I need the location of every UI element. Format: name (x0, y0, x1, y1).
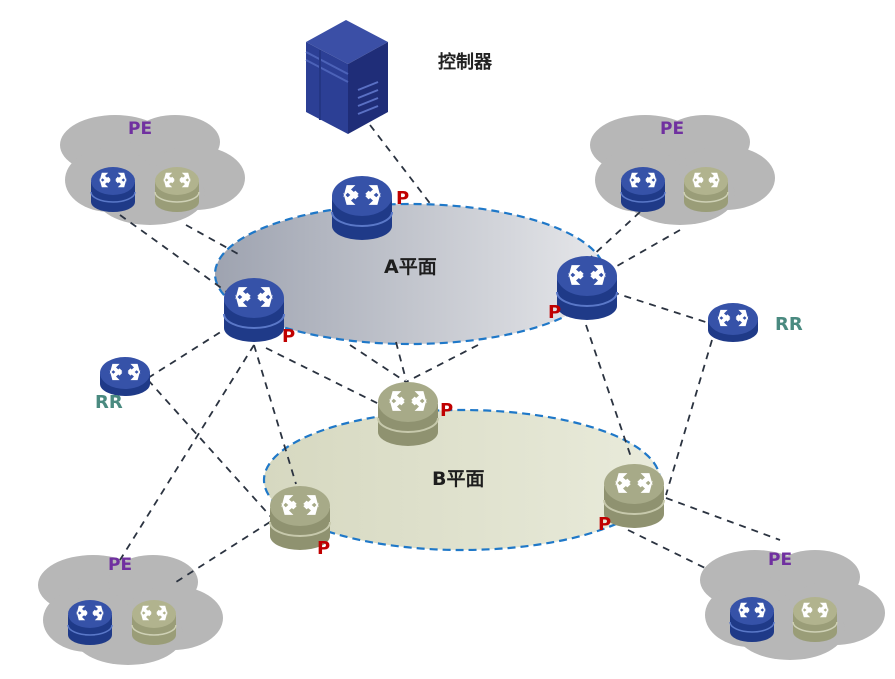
p-router-b3[interactable]: P (598, 464, 664, 535)
pe-router-olive (132, 600, 176, 645)
rr-label: RR (775, 314, 803, 335)
link (147, 379, 273, 519)
pe-site-bottom-right (700, 550, 885, 660)
link (369, 124, 433, 207)
p-router-a3[interactable]: P (548, 256, 617, 323)
link (585, 324, 633, 461)
pe-router-blue (91, 167, 135, 212)
pe-router-olive (684, 167, 728, 212)
pe-router-blue (730, 597, 774, 642)
p-label: P (548, 302, 561, 323)
controller-label: 控制器 (438, 51, 493, 73)
router-icon (100, 357, 150, 396)
p-label: P (440, 400, 453, 421)
pe-router-blue (68, 600, 112, 645)
cloud-shape (60, 115, 245, 225)
controller[interactable] (305, 20, 388, 134)
links (119, 124, 781, 583)
pe-label: PE (108, 555, 132, 575)
link (253, 344, 297, 485)
plane-b-label: B平面 (432, 468, 484, 490)
link (609, 229, 681, 271)
link (119, 344, 255, 561)
rr-label: RR (95, 392, 123, 413)
link (349, 344, 407, 383)
link (119, 214, 239, 301)
link (665, 497, 781, 541)
p-label: P (396, 188, 409, 209)
link (665, 339, 713, 496)
pe-label: PE (128, 119, 152, 139)
link (627, 529, 706, 569)
pe-router-olive (793, 597, 837, 642)
pe-router-olive (155, 167, 199, 212)
router-icon (378, 382, 438, 446)
p-router-a2[interactable]: P (224, 278, 295, 347)
rr-node-left[interactable]: RR (95, 357, 150, 413)
link (611, 291, 719, 327)
link (265, 347, 386, 408)
link (175, 521, 271, 583)
p-label: P (317, 538, 330, 559)
router-icon (332, 176, 392, 240)
rr-node-right[interactable]: RR (708, 303, 803, 342)
plane-a-label: A平面 (384, 256, 437, 278)
cloud-shape (700, 550, 885, 660)
p-router-b2[interactable]: P (270, 486, 330, 559)
router-icon (604, 464, 664, 528)
p-label: P (598, 514, 611, 535)
pe-label: PE (660, 119, 684, 139)
p-router-b1[interactable]: P (378, 382, 453, 446)
pe-routers-top-right[interactable]: PE (621, 119, 728, 212)
pe-routers-bottom-right[interactable]: PE (730, 550, 837, 642)
pe-routers-bottom-left[interactable]: PE (68, 555, 176, 645)
router-icon (224, 278, 284, 342)
p-label: P (282, 326, 295, 347)
pe-site-top-left (60, 115, 245, 225)
pe-label: PE (768, 550, 792, 570)
link (147, 325, 231, 379)
server-icon (305, 20, 388, 134)
link (405, 344, 479, 383)
pe-router-blue (621, 167, 665, 212)
link (395, 341, 407, 381)
pe-routers-top-left[interactable]: PE (91, 119, 199, 212)
router-icon (557, 256, 617, 320)
link (589, 211, 641, 259)
router-icon (708, 303, 758, 342)
p-router-a1[interactable]: P (332, 176, 409, 240)
link (185, 224, 241, 256)
